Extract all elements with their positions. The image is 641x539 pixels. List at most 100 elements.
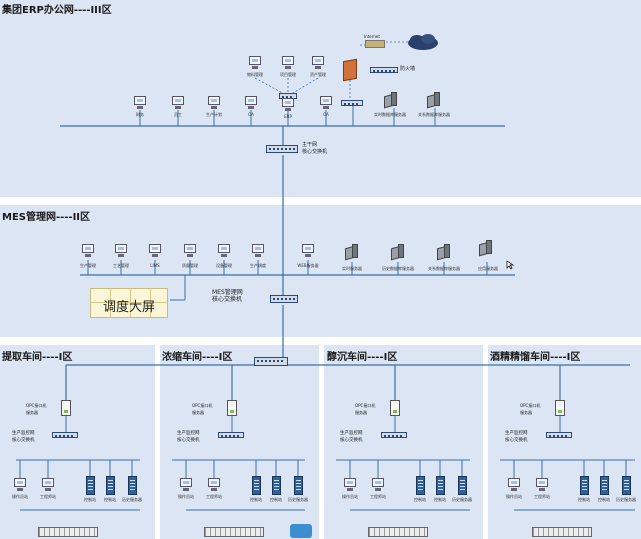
server-icon <box>479 240 492 257</box>
pc-label: 工艺管理 <box>113 263 129 268</box>
io-module-rack <box>532 527 592 537</box>
monitor-switch-label: 生产监控网 核心交换机 <box>12 431 35 443</box>
pc-icon <box>536 478 548 492</box>
control-cabinet-icon <box>252 476 261 495</box>
firewall-label: 防火墙 <box>400 66 416 72</box>
pc-label: 工程师站 <box>206 494 222 499</box>
server-label: 实时服务器 <box>342 266 362 271</box>
control-cabinet-icon <box>458 476 467 495</box>
sediment-zone <box>324 345 483 539</box>
pc-icon <box>208 96 220 110</box>
erp-core-switch-label: 主干网 核心交换机 <box>302 142 328 155</box>
server-icon <box>437 244 450 261</box>
firewall-icon <box>343 58 357 82</box>
mes-core-switch <box>270 295 298 303</box>
server-icon <box>384 92 397 109</box>
opc-server-icon <box>555 400 565 416</box>
opc-label: OPC接口机 服务器 <box>520 403 541 415</box>
pc-label: 操作员站 <box>178 494 194 499</box>
pc-label: LIMS <box>150 263 160 268</box>
big-screen: 调度大屏 <box>90 288 168 318</box>
opc-label: OPC接口机 服务器 <box>192 403 213 415</box>
monitor-switch-label: 生产监控网 核心交换机 <box>177 431 200 443</box>
server-icon <box>427 92 440 109</box>
control-cabinet-icon <box>600 476 609 495</box>
control-cabinet-icon <box>128 476 137 495</box>
pc-label: 财务 <box>136 112 144 117</box>
pc-icon <box>184 244 196 258</box>
pc-label: OA <box>323 112 329 117</box>
cabinet-label: 控制站 <box>104 497 116 502</box>
io-module-rack <box>368 527 428 537</box>
opc-server-icon <box>390 400 400 416</box>
erp-core-switch <box>266 145 298 153</box>
monitor-switch <box>52 432 78 438</box>
pc-label: ERP <box>284 114 292 119</box>
pc-label: 工程师站 <box>370 494 386 499</box>
pc-icon <box>252 244 264 258</box>
cabinet-label: 控制站 <box>414 497 426 502</box>
pc-label: 物料管理 <box>247 72 263 77</box>
pc-icon <box>249 56 261 70</box>
server-label: 应用服务器 <box>478 266 498 271</box>
cabinet-label: 历史服务器 <box>452 497 472 502</box>
pc-icon <box>149 244 161 258</box>
internet-cloud-icon <box>408 34 438 50</box>
opc-label: OPC接口机 服务器 <box>26 403 47 415</box>
extract-zone <box>0 345 155 539</box>
cabinet-label: 控制站 <box>578 497 590 502</box>
opc-server-icon <box>61 400 71 416</box>
monitor-switch <box>546 432 572 438</box>
server-label: 实时数据库服务器 <box>374 112 406 117</box>
pc-icon <box>320 96 332 110</box>
pc-icon <box>134 96 146 110</box>
pc-icon <box>14 478 26 492</box>
sediment-zone-title: 醇沉车间----I区 <box>327 352 398 363</box>
cabinet-label: 历史服务器 <box>122 497 142 502</box>
firewall-device-icon <box>370 67 398 73</box>
control-cabinet-icon <box>416 476 425 495</box>
pc-icon <box>208 478 220 492</box>
opc-server-icon <box>227 400 237 416</box>
server-icon <box>345 244 358 261</box>
cabinet-label: 控制站 <box>434 497 446 502</box>
pc-label: 项目管理 <box>280 72 296 77</box>
big-screen-label: 调度大屏 <box>102 300 155 315</box>
erp-server-switch <box>341 100 363 106</box>
monitor-switch <box>218 432 244 438</box>
server-label: 关系数据库服务器 <box>418 112 450 117</box>
monitor-switch-label: 生产监控网 核心交换机 <box>505 431 528 443</box>
concentrate-zone <box>160 345 319 539</box>
pc-label: 操作员站 <box>12 494 28 499</box>
server-icon <box>391 244 404 261</box>
control-cabinet-icon <box>622 476 631 495</box>
pc-label: 员工 <box>174 112 182 117</box>
pc-icon <box>508 478 520 492</box>
pc-label: 操作员站 <box>506 494 522 499</box>
pc-icon <box>245 96 257 110</box>
pc-icon <box>82 244 94 258</box>
cabinet-label: 控制站 <box>250 497 262 502</box>
pc-icon <box>180 478 192 492</box>
pc-label: 生产计划 <box>206 112 222 117</box>
pc-icon <box>312 56 324 70</box>
server-label: 历史数据库服务器 <box>382 266 414 271</box>
cursor-icon <box>506 260 514 270</box>
pc-icon <box>115 244 127 258</box>
pc-label: WEB服务器 <box>297 263 319 268</box>
pc-label: 质量管理 <box>182 263 198 268</box>
concentrate-zone-title: 浓缩车间----I区 <box>162 352 233 363</box>
pc-label: OA <box>248 112 254 117</box>
control-cabinet-icon <box>294 476 303 495</box>
cabinet-label: 历史服务器 <box>288 497 308 502</box>
control-cabinet-icon <box>580 476 589 495</box>
pc-icon <box>218 244 230 258</box>
pc-icon <box>282 98 294 112</box>
server-label: 关系数据库服务器 <box>428 266 460 271</box>
cabinet-label: 历史服务器 <box>616 497 636 502</box>
workshop-core-switch <box>254 357 288 366</box>
control-cabinet-icon <box>272 476 281 495</box>
pc-label: 生产管理 <box>80 263 96 268</box>
pc-label: 工程师站 <box>40 494 56 499</box>
